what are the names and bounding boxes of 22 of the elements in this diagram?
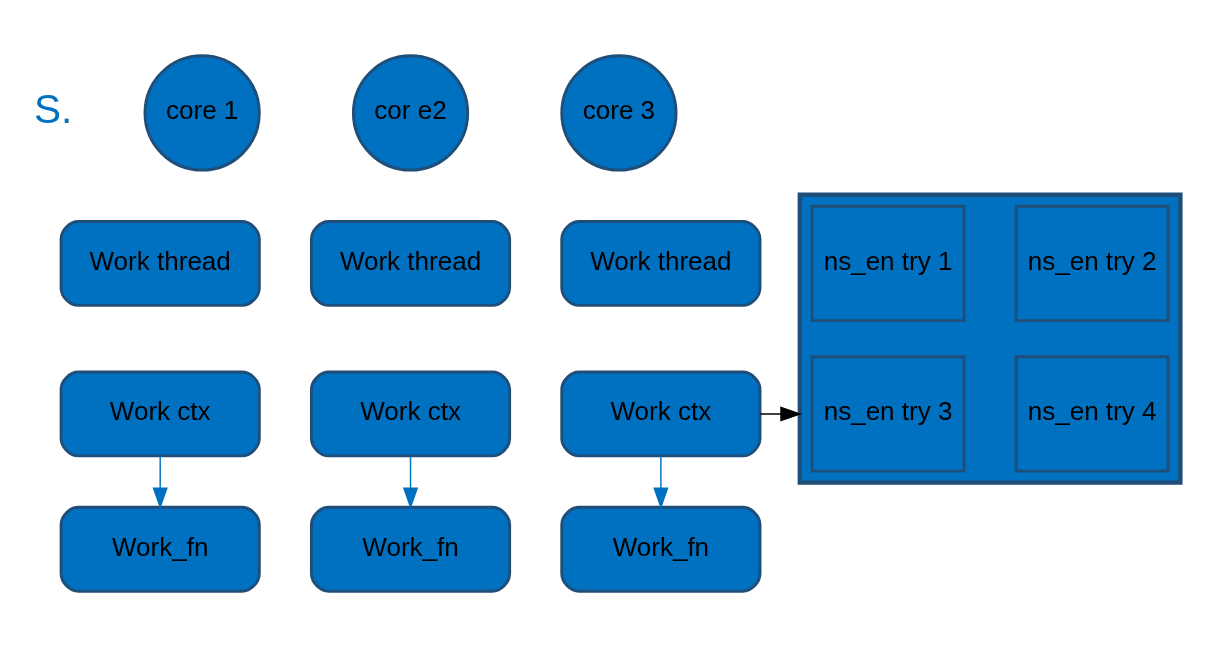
node-circle: core 1 (143, 54, 261, 172)
node-circle: core 3 (560, 54, 678, 172)
node-box: Work_fn (560, 505, 762, 593)
label: S. (33, 85, 73, 132)
node-box: Work thread (309, 220, 512, 307)
node-box: ns_en try 4 (1014, 355, 1170, 473)
node-box: ns_en try 3 (810, 355, 966, 473)
node-box: Work ctx (560, 370, 762, 458)
node-box: Work thread (560, 220, 762, 307)
node-box: Work_fn (309, 505, 512, 593)
node-box: Work thread (59, 220, 261, 307)
cluster (797, 192, 1183, 485)
arrow (402, 455, 419, 510)
node-box: Work ctx (309, 370, 512, 458)
node-box: Work ctx (59, 370, 261, 458)
node-circle: cor e2 (351, 54, 470, 172)
arrow (152, 455, 168, 510)
arrow (653, 455, 669, 510)
node-box: Work_fn (59, 505, 261, 593)
node-box: ns_en try 1 (810, 204, 966, 323)
arrow (759, 406, 802, 422)
node-box: ns_en try 2 (1014, 204, 1170, 323)
